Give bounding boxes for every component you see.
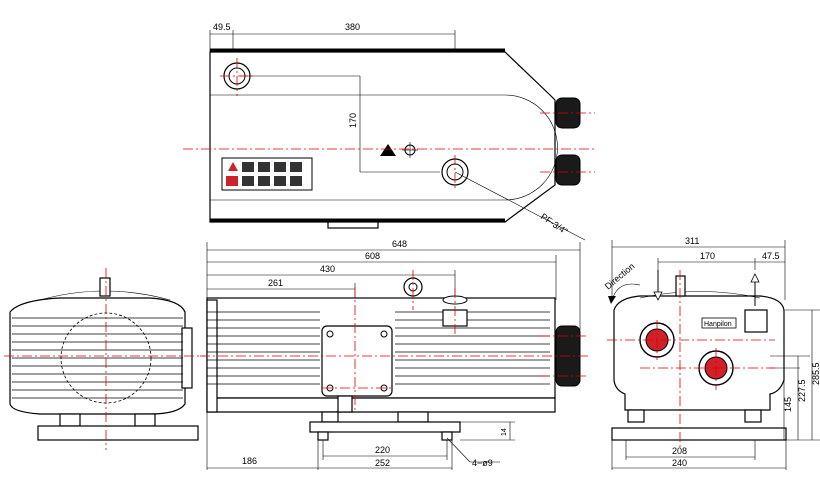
dim-mount-span: 220: [375, 445, 390, 455]
inlet-arrow-icon: [653, 291, 663, 301]
top-bottom-tab: [327, 221, 379, 229]
dim-base-inner: 208: [672, 446, 687, 456]
dim-mid: 430: [320, 264, 335, 274]
dim-foot-height: 14: [501, 428, 508, 436]
side-badge-text: Hanpilon: [704, 321, 732, 328]
dim-h3: 145: [783, 397, 793, 412]
top-body-outline: [209, 51, 556, 223]
dim-height: 170: [348, 113, 358, 128]
left-cooling-fins: [12, 317, 183, 399]
dim-h2: 227.5: [797, 379, 807, 402]
side-base: [611, 427, 787, 441]
dim-base-outer: 240: [672, 458, 687, 468]
terminal-box: [321, 325, 393, 397]
side-exhaust-port: [744, 309, 768, 333]
side-lifting-lug: [675, 275, 686, 297]
left-terminal-box: [181, 327, 193, 389]
dim-base-width: 252: [375, 458, 390, 468]
direction-label: Direction: [603, 261, 637, 291]
dim-port-x: 170: [700, 251, 715, 261]
outlet-arrow-icon: [750, 273, 760, 283]
warning-label-icons: [226, 162, 302, 186]
mount-holes-label: 4−ø9: [472, 458, 493, 468]
left-end-view: [4, 268, 205, 450]
dim-h1: 285.5: [811, 362, 820, 385]
top-view: 49.5 380 170: [183, 22, 595, 241]
top-knob-lower: [555, 154, 581, 186]
left-lifting-lug: [99, 277, 111, 297]
front-base: [309, 421, 461, 433]
dim-body: 608: [365, 251, 380, 261]
dim-base-offset: 186: [242, 456, 257, 466]
dim-side-width: 311: [685, 236, 699, 246]
front-cooling-fins: [207, 311, 550, 385]
dim-port-y: 47.5: [762, 251, 780, 261]
cable-gland: [337, 395, 353, 413]
side-badge: [701, 317, 737, 329]
front-view: 648 608 430 261: [200, 239, 588, 470]
dim-offset: 49.5: [213, 22, 231, 32]
warning-triangle-icon: [380, 144, 396, 156]
port-label: PF-3/4": [539, 211, 570, 236]
dim-overall: 648: [392, 239, 407, 249]
right-side-view: 311 170 47.5 Direction Hanpilon: [603, 236, 820, 470]
dim-inner: 261: [268, 278, 283, 288]
left-base: [37, 425, 199, 441]
dim-length: 380: [345, 22, 360, 32]
top-rear-cover: [488, 94, 558, 201]
